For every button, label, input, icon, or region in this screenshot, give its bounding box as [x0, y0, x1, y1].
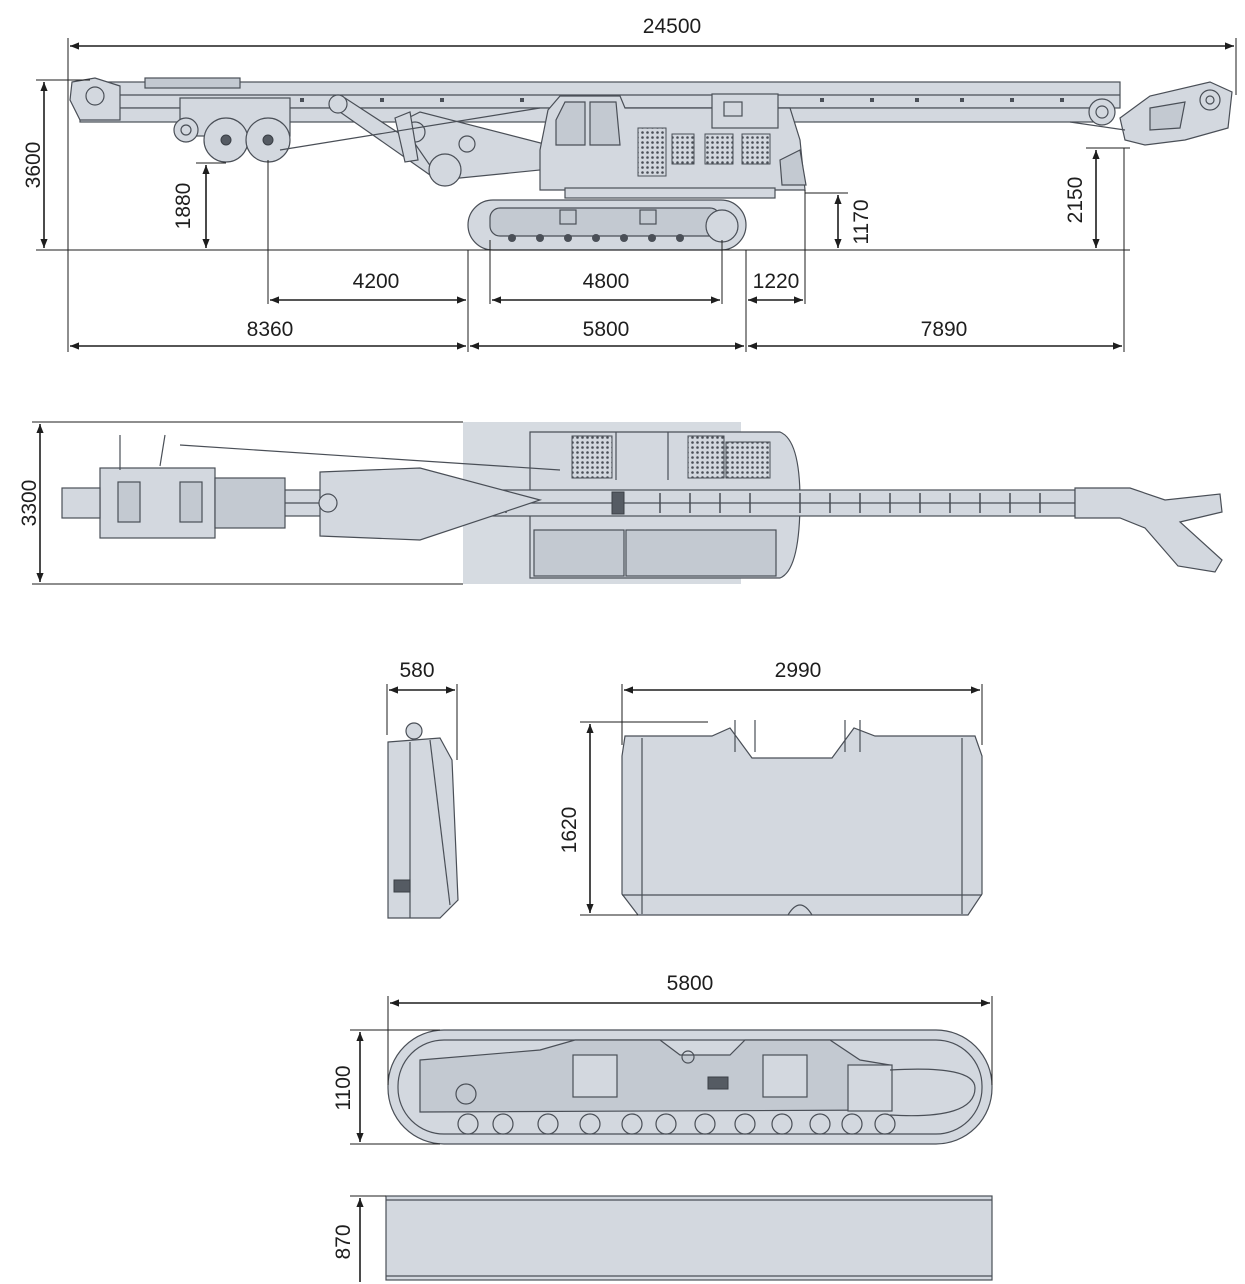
crawler-dimensions: 5800 1100 — [332, 972, 993, 1145]
dim-base-height: 870 — [332, 1224, 355, 1259]
a-frame — [279, 94, 561, 187]
dim-hook-height: 1880 — [172, 183, 195, 230]
dim-counterweight-front-width: 2990 — [775, 659, 822, 682]
rear-tail — [1069, 81, 1233, 146]
dim-rear-overhang: 1220 — [753, 270, 800, 293]
top-view: 3300 — [18, 421, 1223, 585]
base-dimensions: 870 — [332, 1195, 386, 1282]
side-crawler — [467, 199, 747, 251]
dim-counterweight-height: 1620 — [558, 807, 581, 854]
superstructure — [539, 93, 807, 199]
side-dimensions: 24500 3600 1880 4200 4800 1220 1170 — [22, 15, 1237, 352]
dim-counterweight-side-width: 580 — [399, 659, 434, 682]
dim-counterweight-clearance: 1170 — [850, 199, 873, 244]
dim-track-length: 5800 — [583, 318, 630, 341]
counterweight-front — [621, 720, 983, 916]
dim-overall-length: 24500 — [643, 15, 701, 38]
crawler-base: 870 — [332, 1195, 993, 1282]
side-view: 24500 3600 1880 4200 4800 1220 1170 — [22, 15, 1237, 352]
dim-track-wheelbase: 4800 — [583, 270, 630, 293]
dim-overall-width: 3300 — [18, 480, 41, 527]
counterweight-side — [387, 722, 459, 919]
dim-total-height: 3600 — [22, 142, 45, 189]
dim-tail-height: 2150 — [1064, 177, 1087, 224]
dim-rear-section: 7890 — [921, 318, 968, 341]
dim-front-section: 8360 — [247, 318, 294, 341]
boom-head — [69, 77, 291, 163]
dim-crawler-length: 5800 — [667, 972, 714, 995]
dim-crawler-height: 1100 — [332, 1065, 355, 1110]
dim-front-to-track: 4200 — [353, 270, 400, 293]
crawler-detail: 5800 1100 — [332, 972, 993, 1145]
counterweight-dimensions: 580 2990 1620 — [386, 659, 983, 916]
counterweight-views: 580 2990 1620 — [386, 659, 983, 919]
top-dimensions: 3300 — [18, 421, 463, 585]
